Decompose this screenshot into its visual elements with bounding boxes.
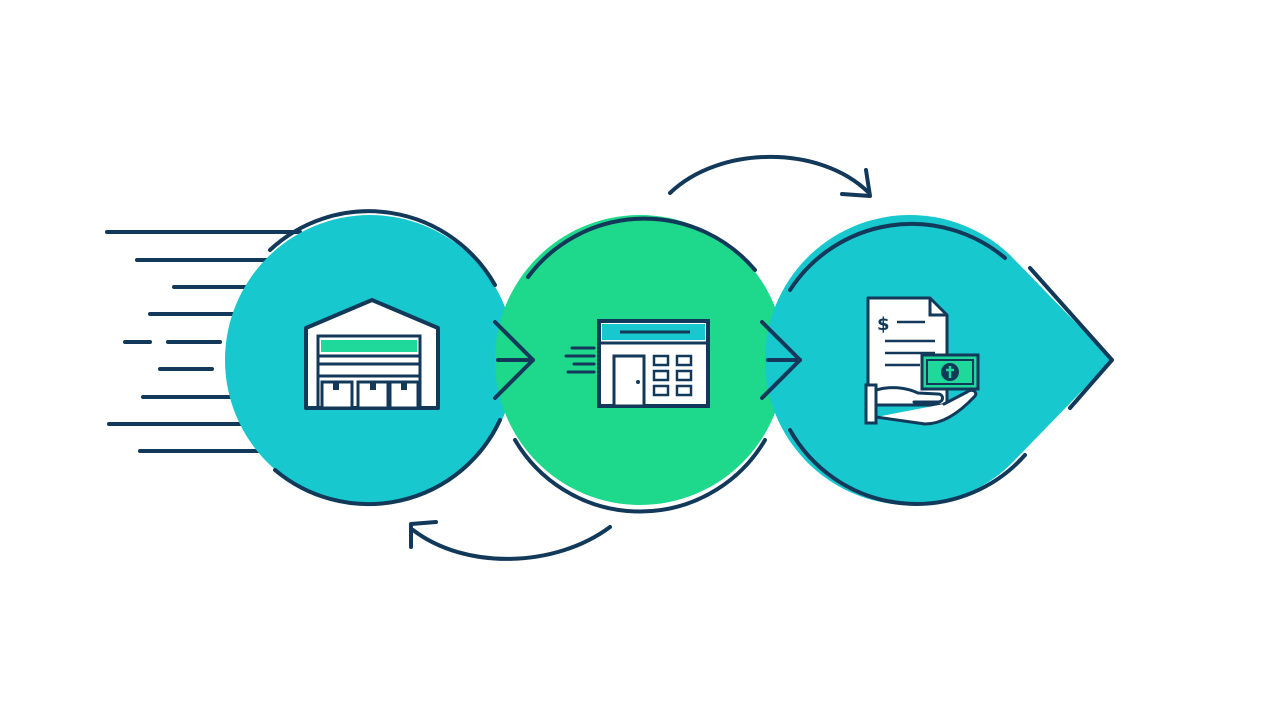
chevron-arrow-2 xyxy=(760,320,802,400)
banknote-icon xyxy=(920,353,980,391)
curved-arrow-bottom xyxy=(409,520,612,561)
storefront-icon xyxy=(597,319,710,408)
chevron-arrow-1 xyxy=(493,320,535,400)
invoice-payment-icon: $ xyxy=(864,296,980,426)
curved-arrow-top xyxy=(668,154,872,198)
stage-warehouse xyxy=(225,209,515,507)
warehouse-icon xyxy=(304,298,440,410)
stage-storefront xyxy=(495,215,785,514)
speed-lines-left xyxy=(105,230,302,453)
speed-lines-storefront xyxy=(564,346,596,374)
dollar-sign-icon: $ xyxy=(877,314,890,335)
stage-payment: $ xyxy=(764,214,1114,506)
hand-icon xyxy=(864,383,978,426)
